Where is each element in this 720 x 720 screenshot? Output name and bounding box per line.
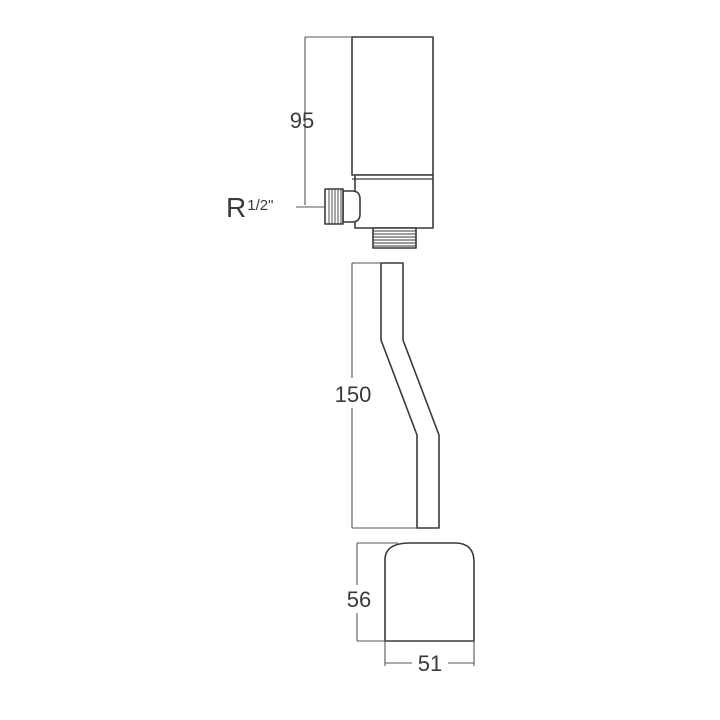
cover-assembly: 56 51	[340, 542, 475, 676]
thread-size: 1/2"	[247, 197, 273, 214]
dimension-valve-height: 95	[290, 36, 352, 205]
inlet-thread-lines	[328, 189, 342, 224]
offset-pipe	[380, 262, 440, 529]
inlet-nut	[342, 190, 361, 223]
dimension-label-56: 56	[347, 587, 371, 612]
inlet-fitting	[296, 188, 361, 225]
valve-assembly: 95 R1/2"	[226, 36, 434, 249]
cover-cap	[384, 542, 475, 642]
valve-body-lower	[354, 174, 434, 229]
outlet-thread	[372, 227, 417, 249]
thread-prefix: R	[226, 192, 246, 223]
valve-body-upper	[351, 36, 434, 176]
dimension-cover-height: 56	[340, 542, 398, 642]
dimension-label-51: 51	[418, 651, 442, 676]
dimension-pipe-length: 150	[330, 262, 417, 529]
offset-pipe-assembly: 150	[330, 262, 440, 529]
dimension-label-95: 95	[290, 108, 314, 133]
thread-size-label: R1/2"	[226, 192, 273, 223]
inlet-thread	[324, 188, 344, 225]
dimension-cover-width: 51	[384, 641, 475, 676]
dimension-label-150: 150	[335, 382, 372, 407]
